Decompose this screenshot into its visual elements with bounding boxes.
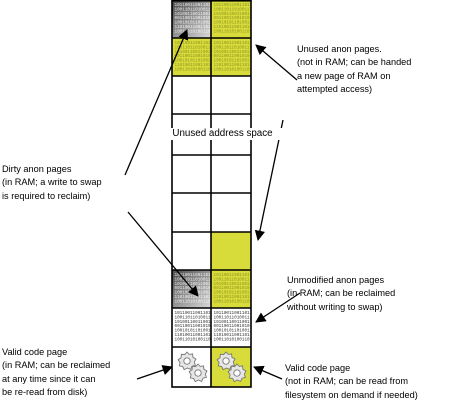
bit-row: 10011011010011 [175, 45, 212, 50]
bit-row: 10011011010011 [214, 277, 251, 282]
unused-address-space-label: Unused address space [150, 128, 295, 140]
bit-row: 10010101101001 [214, 59, 251, 64]
label-line: Valid code page [285, 363, 351, 373]
bit-row: 11010011001101 [214, 333, 251, 338]
bit-row: 11010011001101 [175, 295, 212, 300]
bit-row: 00110011001010 [214, 54, 251, 59]
bit-row: 10010101101001 [175, 329, 212, 334]
bit-row: 10011010100110 [214, 337, 251, 342]
bit-row: 11010011001101 [214, 295, 251, 300]
bit-row: 10110011001101 [175, 3, 212, 8]
bit-row: 10110011001101 [214, 41, 251, 46]
bit-row: 10100110011001 [175, 320, 212, 325]
bit-row: 10010101101001 [214, 21, 251, 26]
label-unmodified-anon: Unmodified anon pages (in RAM; can be re… [287, 274, 395, 314]
label-dirty-anon: Dirty anon pages (in RAM; a write to swa… [2, 163, 102, 203]
bit-row: 10011010100110 [214, 29, 251, 34]
bit-row: 11010011001101 [175, 63, 212, 68]
arrow-unused-anon-top [255, 44, 298, 81]
bit-row: 10100110011001 [214, 282, 251, 287]
bit-row: 10100110011001 [175, 282, 212, 287]
bit-row: 10011010100110 [214, 67, 251, 72]
bit-row: 10100110011001 [175, 12, 212, 17]
bit-row: 10011011010011 [175, 7, 212, 12]
bit-row: 10100110011001 [175, 50, 212, 55]
arrow-code-not-ram [253, 365, 283, 380]
label-line: (not in RAM; can be read from [285, 376, 409, 387]
bit-row: 00110011001010 [175, 54, 212, 59]
bit-pattern: 1011001100110110011011010011101001100110… [175, 3, 251, 342]
label-line: Unused anon pages. [297, 44, 382, 54]
label-line: be re-read from disk) [2, 387, 88, 398]
bit-row: 10011011010011 [175, 277, 212, 282]
bit-row: 10011011010011 [214, 7, 251, 12]
label-line: (in RAM; can be reclaimed [2, 360, 111, 371]
arrow-code-ram [136, 365, 173, 380]
bit-row: 10011010100110 [175, 67, 212, 72]
label-valid-code-not-in-ram: Valid code page (not in RAM; can be read… [285, 362, 418, 402]
bit-row: 11010011001101 [214, 25, 251, 30]
label-valid-code-in-ram: Valid code page (in RAM; can be reclaime… [2, 346, 110, 400]
bit-row: 10010101101001 [214, 291, 251, 296]
label-line: Valid code page [2, 347, 68, 357]
label-line: (in RAM; can be reclaimed [287, 288, 396, 299]
bit-row: 00110011001010 [214, 324, 251, 329]
bit-row: 10010101101001 [214, 329, 251, 334]
label-line: Unmodified anon pages [287, 275, 385, 285]
bit-row: 10011011010011 [214, 315, 251, 320]
bit-row: 10110011001101 [175, 41, 212, 46]
bit-row: 10110011001101 [214, 273, 251, 278]
bit-row: 11010011001101 [214, 63, 251, 68]
arrow-unused-anon-bottom [254, 119, 284, 242]
bit-row: 10011010100110 [175, 299, 212, 304]
label-line: a new page of RAM on [297, 70, 391, 81]
bit-row: 00110011001010 [214, 286, 251, 291]
label-line: attempted access) [297, 84, 373, 95]
bit-row: 11010011001101 [175, 25, 212, 30]
bit-row: 10011010100110 [175, 29, 212, 34]
bit-row: 10110011001101 [214, 311, 251, 316]
label-line: filesystem on demand if needed) [285, 389, 418, 400]
label-line: (in RAM; a write to swap [2, 177, 102, 188]
bit-row: 10010101101001 [175, 59, 212, 64]
page-grid [171, 0, 252, 388]
bit-row: 00110011001010 [175, 324, 212, 329]
arrows [124, 29, 301, 380]
bit-row: 10011011010011 [175, 315, 212, 320]
label-line: at any time since it can [2, 373, 96, 384]
bit-row: 10011010100110 [214, 299, 251, 304]
bit-row: 10110011001101 [214, 3, 251, 8]
arrow-dirty-bottom [127, 211, 199, 297]
bit-row: 10011011010011 [214, 45, 251, 50]
unused-anon-page [211, 0, 251, 38]
bit-row: 00110011001010 [214, 16, 251, 21]
label-line: without writing to swap) [287, 301, 383, 312]
bit-row: 10110011001101 [175, 311, 212, 316]
unused-anon-page [172, 38, 211, 76]
bit-row: 10100110011001 [214, 320, 251, 325]
label-unused-anon: Unused anon pages. (not in RAM; can be h… [297, 43, 411, 97]
bit-row: 10011010100110 [175, 337, 212, 342]
unused-anon-page [211, 38, 251, 76]
arrow-unmodified [255, 292, 301, 323]
bit-row: 10100110011001 [214, 12, 251, 17]
arrow-dirty-top [124, 29, 189, 176]
bit-row: 00110011001010 [175, 16, 212, 21]
bit-row: 10010101101001 [175, 21, 212, 26]
label-line: (not in RAM; can be handed [297, 57, 412, 68]
unused-anon-page [211, 232, 251, 270]
bit-row: 10110011001101 [175, 273, 212, 278]
dirty-anon-page [172, 0, 211, 38]
label-line: Dirty anon pages [2, 164, 72, 174]
label-line: is required to reclaim) [2, 190, 91, 201]
bit-row: 11010011001101 [175, 333, 212, 338]
bit-row: 10100110011001 [214, 50, 251, 55]
unused-anon-page [211, 270, 251, 308]
